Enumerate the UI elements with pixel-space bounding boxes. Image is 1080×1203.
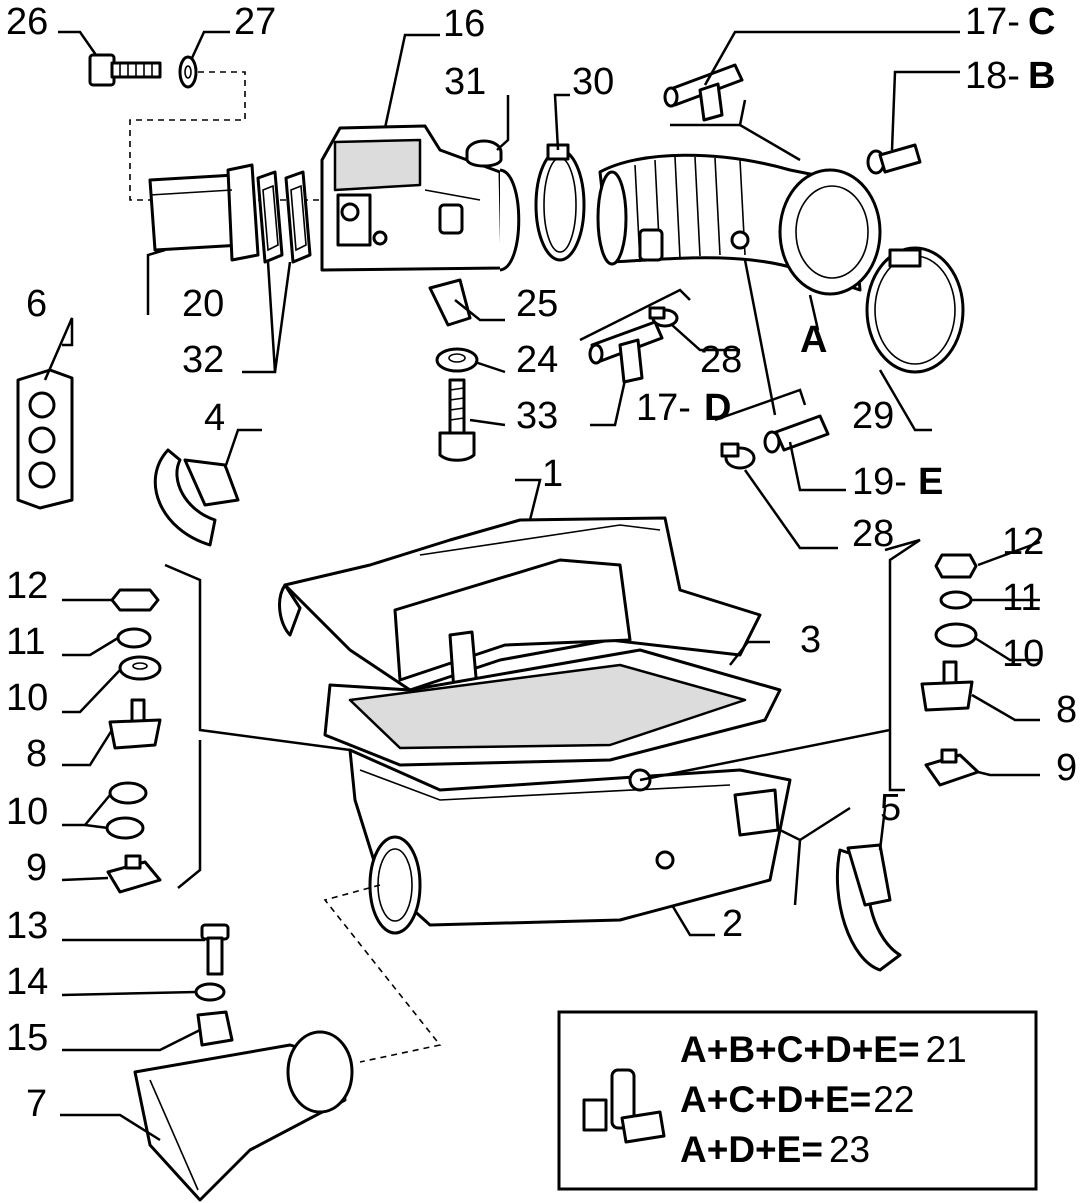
label-25: 25 bbox=[516, 283, 558, 325]
part-9-clip-nut-left bbox=[106, 854, 162, 894]
part-7-inlet-scoop bbox=[133, 1030, 354, 1202]
part-8-rubber-mount-left bbox=[108, 698, 162, 750]
part-10-washer-left-top bbox=[118, 655, 162, 681]
part-14-washer bbox=[194, 982, 226, 1002]
label-11-left: 11 bbox=[6, 621, 45, 663]
part-13-bolt bbox=[200, 923, 230, 976]
label-30: 30 bbox=[572, 61, 614, 103]
part-labels: 26 27 16 31 30 17- C 18- B 20 32 25 24 3… bbox=[6, 1, 1077, 1125]
label-15: 15 bbox=[6, 1017, 48, 1059]
label-8-right: 8 bbox=[1056, 689, 1077, 731]
label-18b-number: 18- bbox=[965, 55, 1020, 97]
part-31-cap bbox=[465, 139, 503, 168]
part-24-grommet bbox=[435, 347, 479, 373]
part-12-nut-right bbox=[934, 553, 978, 579]
part-2-filter-housing bbox=[348, 748, 792, 935]
part-25-bracket bbox=[428, 278, 472, 327]
label-26: 26 bbox=[6, 1, 48, 43]
label-A: A bbox=[800, 319, 827, 361]
kit-row-3-formula: A+D+E= bbox=[680, 1129, 823, 1170]
kit-row-1-number: 21 bbox=[926, 1029, 967, 1070]
part-3-filter-element bbox=[323, 648, 782, 767]
part-A-air-hose bbox=[596, 153, 882, 296]
label-8-left: 8 bbox=[26, 733, 47, 775]
kit-row-2-number: 22 bbox=[873, 1079, 914, 1120]
part-30-clamp bbox=[534, 143, 586, 262]
label-4: 4 bbox=[204, 397, 225, 439]
kit-row-3-number: 23 bbox=[829, 1129, 870, 1170]
part-8-rubber-mount-right bbox=[920, 660, 974, 712]
label-11-right: 11 bbox=[1002, 577, 1041, 619]
part-28-hose-clip-top bbox=[648, 306, 679, 328]
part-6-holder-bracket bbox=[16, 368, 74, 510]
part-11-washer-right bbox=[939, 590, 973, 610]
label-28-top: 28 bbox=[700, 339, 742, 381]
label-17c-number: 17- bbox=[965, 1, 1020, 43]
label-12-left: 12 bbox=[6, 565, 48, 607]
label-32: 32 bbox=[182, 339, 224, 381]
part-20-intake-duct bbox=[148, 163, 260, 262]
kit-row-2-formula: A+C+D+E= bbox=[680, 1079, 871, 1120]
label-9-left: 9 bbox=[26, 847, 47, 889]
kit-row-1: A+B+C+D+E=21 bbox=[680, 1029, 967, 1070]
part-10-washer-right bbox=[934, 622, 978, 648]
kit-icon bbox=[582, 1068, 666, 1144]
part-10-washer-left-a bbox=[108, 781, 148, 805]
part-1-filter-cover bbox=[278, 516, 762, 707]
part-5-strap bbox=[835, 843, 902, 972]
part-19E-nipple bbox=[763, 414, 830, 454]
part-32-gaskets bbox=[256, 170, 312, 264]
label-2: 2 bbox=[722, 903, 743, 945]
part-10-washer-left-b bbox=[105, 816, 145, 840]
part-29-clamp bbox=[865, 246, 965, 374]
part-17D-tee-fitting bbox=[588, 320, 664, 384]
label-16: 16 bbox=[443, 3, 485, 45]
label-7: 7 bbox=[26, 1083, 47, 1125]
label-19e-letter: E bbox=[918, 461, 943, 503]
label-13: 13 bbox=[6, 905, 48, 947]
part-16-air-flow-meter bbox=[320, 124, 521, 272]
label-18b-letter: B bbox=[1028, 55, 1055, 97]
label-27: 27 bbox=[234, 1, 276, 43]
label-20: 20 bbox=[182, 283, 224, 325]
label-10-right: 10 bbox=[1002, 633, 1044, 675]
label-6: 6 bbox=[26, 283, 47, 325]
part-33-bolt bbox=[438, 378, 476, 462]
part-4-strap bbox=[153, 448, 240, 547]
label-24: 24 bbox=[516, 339, 558, 381]
part-15-nut bbox=[196, 1010, 234, 1047]
label-33: 33 bbox=[516, 395, 558, 437]
label-3: 3 bbox=[800, 619, 821, 661]
kit-row-3: A+D+E=23 bbox=[680, 1129, 870, 1170]
label-28-bottom: 28 bbox=[852, 513, 894, 555]
part-9-clip-nut-right bbox=[924, 748, 980, 787]
leader-lines bbox=[43, 30, 1041, 1142]
kit-row-2: A+C+D+E=22 bbox=[680, 1079, 914, 1120]
kit-legend-box: A+B+C+D+E=21 A+C+D+E=22 A+D+E=23 bbox=[557, 1010, 1038, 1191]
label-14: 14 bbox=[6, 961, 48, 1003]
part-11-washer-left bbox=[116, 627, 152, 649]
part-27-washer bbox=[178, 55, 198, 89]
label-17d-letter: D bbox=[704, 387, 731, 429]
label-17c-letter: C bbox=[1028, 1, 1055, 43]
label-31: 31 bbox=[444, 61, 486, 103]
label-12-right: 12 bbox=[1002, 521, 1044, 563]
label-10-left-top: 10 bbox=[6, 677, 48, 719]
part-12-nut-left bbox=[110, 588, 160, 612]
label-10-left-bottom: 10 bbox=[6, 791, 48, 833]
part-26-bolt bbox=[88, 53, 162, 87]
part-17C-tee-fitting bbox=[663, 63, 744, 122]
label-17d-number: 17- bbox=[636, 387, 691, 429]
kit-row-1-formula: A+B+C+D+E= bbox=[680, 1029, 920, 1070]
part-18B-nipple bbox=[866, 143, 922, 175]
label-5: 5 bbox=[880, 787, 901, 829]
label-9-right: 9 bbox=[1056, 747, 1077, 789]
label-19e-number: 19- bbox=[852, 461, 907, 503]
label-1: 1 bbox=[542, 453, 563, 495]
part-28-hose-clip-bottom bbox=[720, 442, 756, 470]
label-29: 29 bbox=[852, 395, 894, 437]
